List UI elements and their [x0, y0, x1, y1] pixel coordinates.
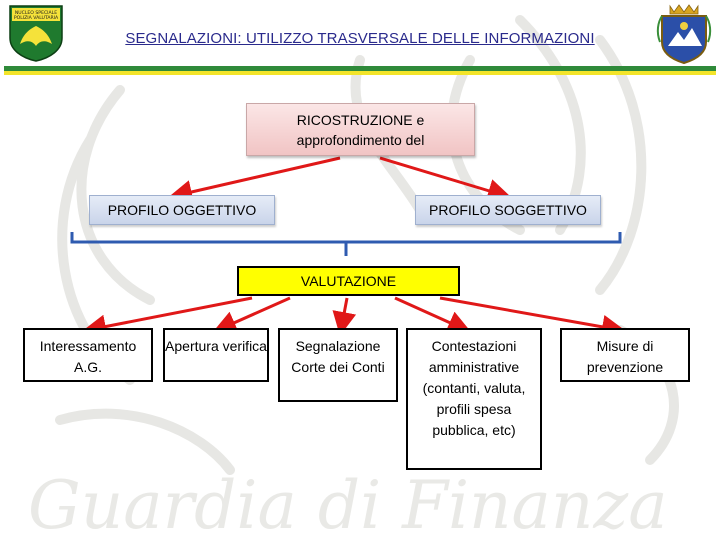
watermark-text: Guardia di Finanza [28, 467, 668, 540]
outcome-label: Segnalazione Corte dei Conti [291, 338, 385, 375]
arrow-to-outcome-3 [332, 297, 357, 336]
outcome-box-interessamento: Interessamento A.G. [23, 328, 153, 382]
outcome-label: Apertura verifica [165, 338, 267, 354]
special-unit-logo: NUCLEO SPECIALE POLIZIA VALUTARIA [6, 4, 66, 62]
header-yellow-band [4, 71, 716, 75]
root-box-ricostruzione: RICOSTRUZIONE e approfondimento del [246, 103, 475, 156]
outcome-label: Contestazioni amministrative (contanti, … [422, 338, 526, 438]
header-green-band [4, 66, 716, 71]
arrow-to-outcome-1 [82, 296, 253, 339]
arrow-to-soggettivo [379, 156, 512, 203]
arrow-to-outcome-5 [439, 296, 626, 339]
profile-box-soggettivo: PROFILO SOGGETTIVO [415, 195, 601, 225]
coat-of-arms-logo [654, 2, 714, 65]
profiles-bracket [70, 232, 622, 256]
page-title: SEGNALAZIONI: UTILIZZO TRASVERSALE DELLE… [125, 30, 595, 47]
arrow-to-outcome-4 [394, 296, 472, 334]
outcome-label: Misure di prevenzione [586, 338, 664, 375]
logo-text-line1: NUCLEO SPECIALE [15, 10, 57, 16]
profile-box-oggettivo: PROFILO OGGETTIVO [89, 195, 275, 225]
arrow-to-oggettivo [168, 156, 341, 204]
outcome-box-apertura-verifica: Apertura verifica [163, 328, 269, 382]
outcome-box-misure-prevenzione: Misure di prevenzione [560, 328, 690, 382]
outcome-box-contestazioni: Contestazioni amministrative (contanti, … [406, 328, 542, 470]
evaluation-box: VALUTAZIONE [237, 266, 460, 296]
outcome-label: Interessamento A.G. [39, 338, 137, 375]
arrow-to-outcome-2 [212, 296, 291, 334]
logo-text-line2: POLIZIA VALUTARIA [14, 15, 59, 21]
outcome-box-corte-dei-conti: Segnalazione Corte dei Conti [278, 328, 398, 402]
